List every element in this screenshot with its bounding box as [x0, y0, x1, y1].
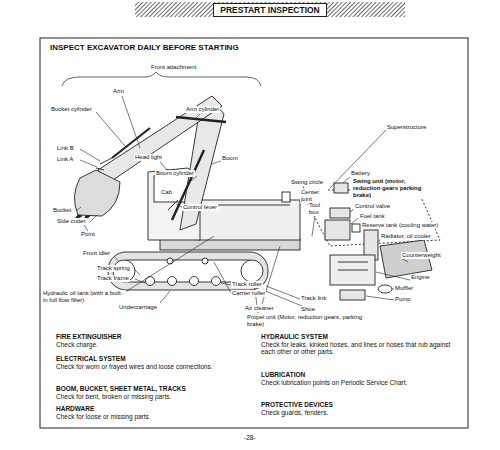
part-label: Head light [134, 154, 163, 161]
machine [74, 96, 440, 300]
part-label: Swing unit (motor, reduction gears parki… [352, 178, 432, 199]
part-label: Arm cylinder [185, 106, 220, 113]
section-heading: ELECTRICAL SYSTEM [55, 355, 127, 362]
figure-title: INSPECT EXCAVATOR DAILY BEFORE STARTING [50, 43, 239, 52]
part-label: Superstructure [386, 124, 427, 131]
section-heading: BOOM, BUCKET, SHEET METAL, TRACKS [55, 385, 187, 392]
part-label: Tool box [308, 202, 326, 216]
header-band [135, 2, 405, 17]
part-label: Fuel tank [359, 213, 386, 220]
section-heading: PROTECTIVE DEVICES [260, 401, 334, 408]
part-label: Center joint [300, 189, 328, 203]
part-label: Boom [221, 155, 239, 162]
part-label: Reserve tank (cooling water) [361, 222, 439, 229]
part-label: Control valve [354, 203, 391, 210]
part-label: Track spring [96, 265, 131, 272]
part-label: Bucket cylinder [50, 106, 93, 113]
page-number: -28- [243, 434, 257, 441]
part-label: Engine [410, 274, 431, 281]
leader-lines [76, 96, 410, 313]
part-label: Cab [160, 189, 173, 196]
part-label: Air cleaner [244, 305, 275, 312]
part-label: Radiator, oil cooler [380, 233, 432, 240]
section-heading: LUBRICATION [260, 371, 306, 378]
part-label: Link B [56, 145, 75, 152]
part-label: Point [80, 231, 96, 238]
section-text: Check charge. [55, 341, 247, 348]
part-label: Track frame [96, 275, 130, 282]
part-label: Control lever [182, 204, 218, 211]
part-label: Shoe [300, 306, 316, 313]
part-label: Battery [350, 170, 371, 177]
part-label: Bucket [52, 207, 72, 214]
part-label: Hydraulic oil tank (with a built-in full… [42, 290, 126, 304]
part-label: Carrier roller [231, 290, 266, 297]
part-label: Swing circle [290, 179, 324, 186]
page-frame [40, 38, 468, 428]
part-label: Link A [56, 156, 74, 163]
section-heading: HYDRAULIC SYSTEM [260, 333, 329, 340]
section-text: Check for leaks, kinked hoses, and lines… [260, 341, 457, 356]
part-label: Track link [300, 295, 327, 302]
part-label: Track roller [231, 281, 263, 288]
part-label: Counterweight [401, 252, 442, 259]
part-label: Front attachment [150, 64, 197, 71]
part-label: Boom cylinder [155, 170, 195, 177]
section-banner: PRESTART INSPECTION [213, 3, 327, 17]
part-label: Muffler [394, 285, 414, 292]
part-label: Pump [394, 296, 412, 303]
section-text: Check for bent, broken or missing parts. [55, 393, 247, 400]
part-label: Arm [112, 88, 125, 95]
part-label: Propel unit (Motor, reduction gears, par… [246, 314, 366, 328]
section-text: Check guards, fenders. [260, 409, 457, 416]
section-text: Check for loose or missing parts. [55, 413, 247, 420]
section-heading: FIRE EXTINGUISHER [55, 333, 122, 340]
bracket [62, 72, 261, 86]
section-heading: HARDWARE [55, 405, 95, 412]
part-label: Undercarriage [118, 304, 158, 311]
part-label: Side cutter [56, 218, 87, 225]
section-text: Check for worn or frayed wires and loose… [55, 363, 247, 370]
part-label: Front idler [82, 250, 111, 257]
section-text: Check lubrication points on Periodic Ser… [260, 379, 457, 386]
banner-text: PRESTART INSPECTION [220, 5, 320, 15]
